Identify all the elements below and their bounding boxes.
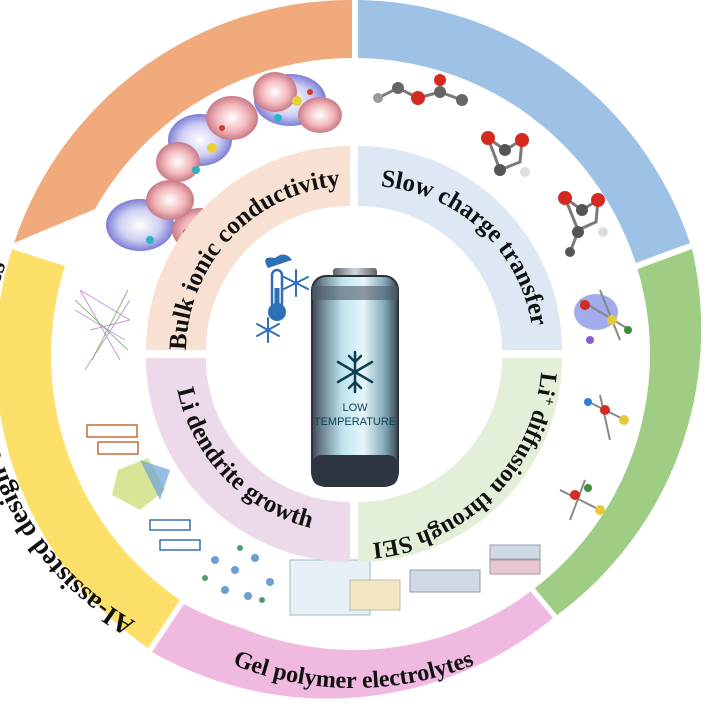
gel-polymer-graphic bbox=[202, 544, 541, 616]
label-li-superscript: + bbox=[540, 395, 558, 407]
outer-segment-right bbox=[518, 249, 702, 615]
inner-quadrants bbox=[146, 146, 562, 562]
outer-segment-bottom bbox=[152, 572, 553, 699]
battery-label-temperature: TEMPERATURE bbox=[314, 416, 396, 428]
battery-label-low: LOW bbox=[342, 402, 368, 414]
solvent-molecules bbox=[373, 74, 608, 257]
quadrant-slow-charge-transfer bbox=[358, 146, 562, 350]
ai-network-graphic bbox=[74, 289, 201, 551]
outer-segment-left bbox=[0, 249, 180, 648]
label-li-prefix: Li bbox=[532, 371, 561, 398]
thermometer-snowflake-icon bbox=[256, 254, 309, 343]
outer-segment-top-left bbox=[14, 0, 352, 243]
quadrant-li-diffusion-sei bbox=[358, 358, 562, 562]
quadrant-li-dendrite-growth bbox=[146, 358, 350, 562]
outer-segment-top-right bbox=[358, 0, 690, 264]
sei-molecules bbox=[559, 289, 632, 521]
quadrant-bulk-ionic-conductivity bbox=[146, 146, 350, 350]
electrostatic-potential-molecules bbox=[106, 72, 342, 252]
battery: LOW TEMPERATURE bbox=[311, 268, 399, 487]
snowflake-icon bbox=[336, 350, 374, 394]
